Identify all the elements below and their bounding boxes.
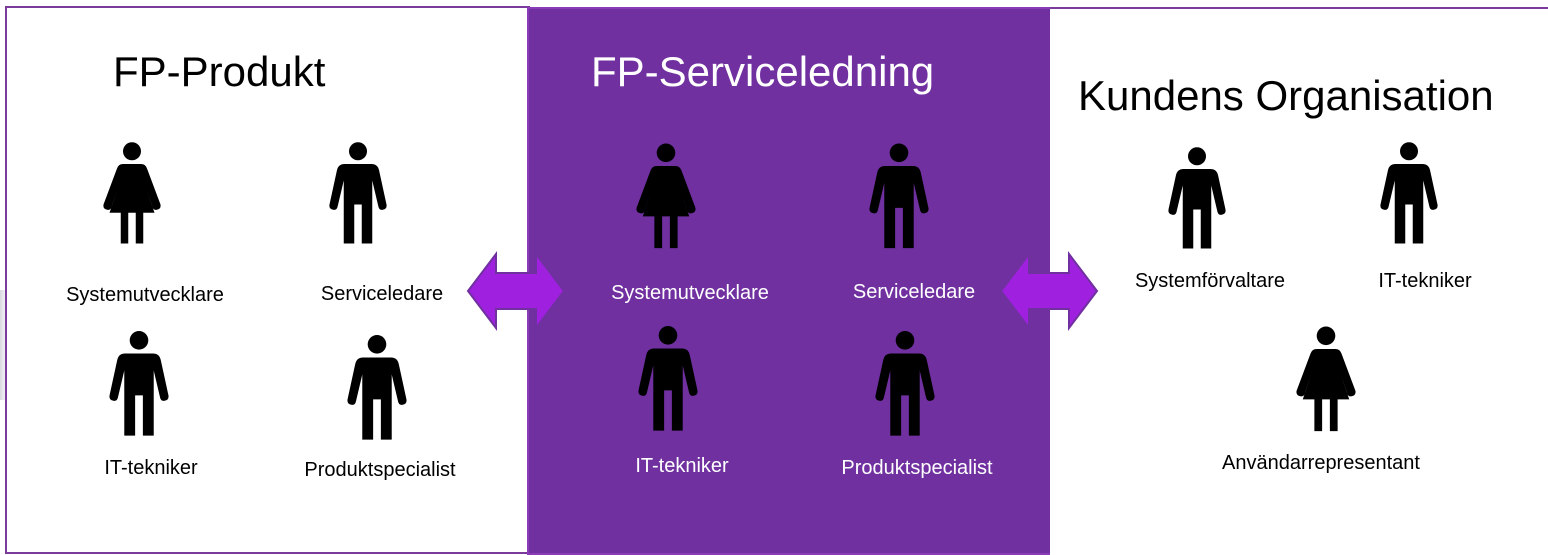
panel-fp-produkt bbox=[5, 6, 530, 554]
double-arrow-icon bbox=[462, 251, 570, 331]
role-label: Systemförvaltare bbox=[1134, 270, 1286, 292]
male-person-icon bbox=[1379, 128, 1439, 260]
panel-title-kundens-organisation: Kundens Organisation bbox=[1078, 72, 1494, 119]
female-person-icon bbox=[1295, 314, 1357, 446]
role-label: Användarrepresentant bbox=[1222, 452, 1420, 474]
left-edge-shade bbox=[0, 290, 8, 400]
role-label: Serviceledare bbox=[320, 283, 444, 305]
role-label: Systemutvecklare bbox=[66, 284, 224, 306]
female-person-icon bbox=[102, 128, 162, 260]
panel-fp-serviceledning bbox=[527, 7, 1052, 555]
male-person-icon bbox=[874, 318, 936, 451]
role-label: IT-tekniker bbox=[635, 455, 729, 477]
female-person-icon bbox=[635, 131, 697, 263]
panel-kundens-organisation bbox=[1050, 7, 1548, 555]
panel-title-fp-serviceledning: FP-Serviceledning bbox=[591, 48, 935, 95]
role-label: IT-tekniker bbox=[104, 457, 198, 479]
panel-title-fp-produkt: FP-Produkt bbox=[113, 48, 326, 95]
role-label: Systemutvecklare bbox=[611, 282, 769, 304]
male-person-icon bbox=[346, 322, 408, 455]
male-person-icon bbox=[108, 318, 170, 451]
role-label: Produktspecialist bbox=[841, 457, 993, 479]
role-label: Serviceledare bbox=[852, 281, 976, 303]
double-arrow-icon bbox=[994, 251, 1104, 331]
male-person-icon bbox=[1167, 133, 1227, 265]
male-person-icon bbox=[328, 128, 388, 260]
role-label: Produktspecialist bbox=[304, 459, 456, 481]
role-label: IT-tekniker bbox=[1378, 270, 1472, 292]
male-person-icon bbox=[868, 131, 930, 263]
male-person-icon bbox=[637, 313, 699, 446]
